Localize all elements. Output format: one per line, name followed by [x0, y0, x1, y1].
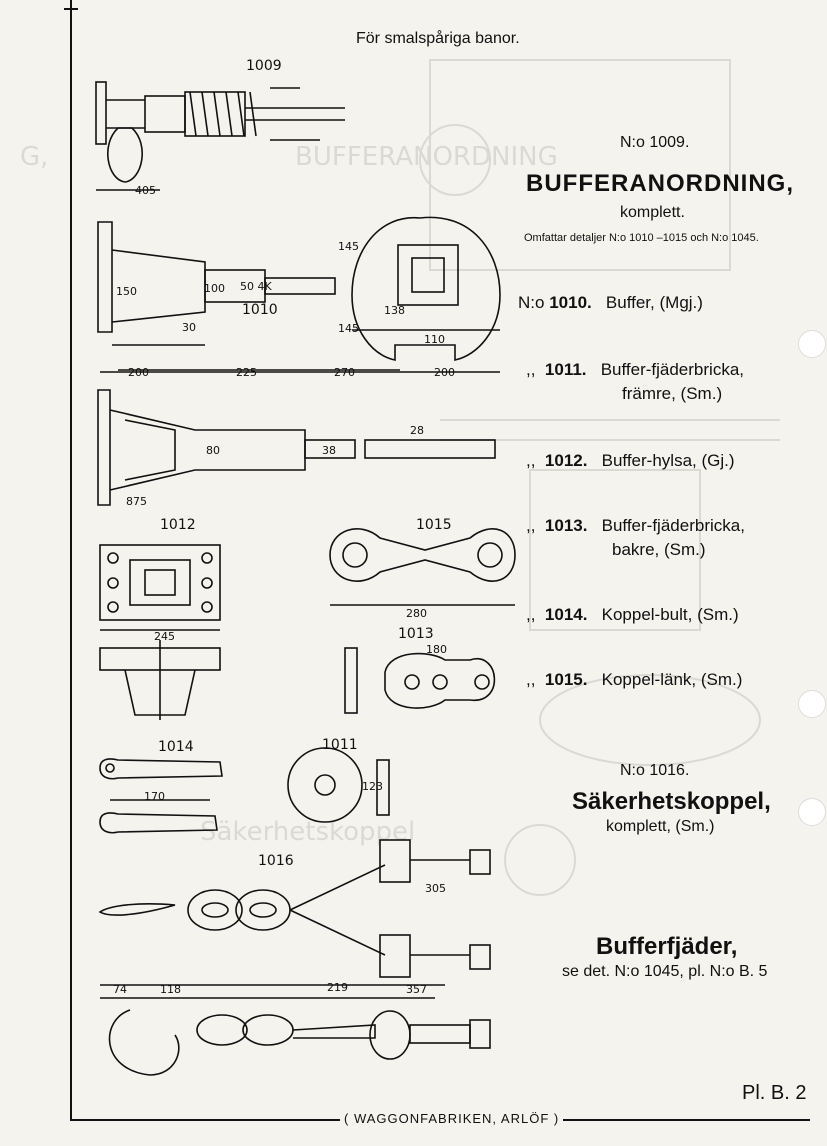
dim-170: 170: [144, 790, 165, 803]
part-number: 1015.: [544, 670, 588, 689]
part-prefix: ,,: [526, 360, 536, 379]
part-1014: ,, 1014. Koppel-bult, (Sm.): [526, 605, 739, 625]
drawing-1014: [99, 758, 223, 834]
binder-hole-1: [798, 330, 826, 358]
figure-label-1015: 1015: [416, 517, 452, 533]
part-prefix: N:o: [518, 293, 545, 312]
dim-305: 305: [425, 882, 446, 895]
page-frame-left: [70, 0, 72, 1120]
figure-label-1010: 1010: [242, 302, 278, 318]
main-subtitle: komplett.: [620, 204, 685, 221]
part-material: (Sm.): [697, 605, 739, 624]
drawing-1010-section: [97, 371, 500, 506]
safety-title: Säkerhetskoppel,: [572, 788, 771, 815]
plate-number: Pl. B. 2: [742, 1082, 807, 1104]
part-prefix: ,,: [526, 516, 536, 535]
dim-150: 150: [116, 285, 137, 298]
publisher-footer: ( WAGGONFABRIKEN, ARLÖF ): [340, 1111, 564, 1126]
dim-138: 138: [384, 304, 405, 317]
drawing-1010: [97, 221, 400, 371]
part-material: (Mgj.): [659, 293, 703, 312]
drawing-1012: [99, 544, 221, 720]
main-title: BUFFERANORDNING,: [526, 170, 794, 197]
dim-270: 270: [334, 366, 355, 379]
dim-145-bottom: 145: [338, 322, 359, 335]
dim-118: 118: [160, 983, 181, 996]
dim-110: 110: [424, 333, 445, 346]
drawing-1011: [287, 747, 390, 823]
part-1011: ,, 1011. Buffer-fjäderbricka,: [526, 360, 744, 380]
part-1011-material: främre, (Sm.): [622, 384, 723, 403]
part-number: 1013.: [544, 516, 588, 535]
part-name: Buffer,: [605, 293, 655, 312]
part-number: 1010.: [549, 293, 592, 312]
part-name: Koppel-länk,: [601, 670, 697, 689]
part-prefix: ,,: [526, 451, 536, 470]
dim-28: 28: [410, 424, 424, 437]
part-1013-material: bakre, (Sm.): [612, 540, 706, 559]
dim-50-4k: 50 4K: [240, 280, 272, 293]
part-number: 1011.: [544, 360, 587, 379]
dim-225: 225: [236, 366, 257, 379]
dim-219: 219: [327, 981, 348, 994]
part-material: (Gj.): [701, 451, 735, 470]
item-number-1016: N:o 1016.: [620, 762, 690, 779]
spring-reference: se det. N:o 1045, pl. N:o B. 5: [562, 963, 768, 980]
dim-405: 405: [135, 184, 156, 197]
drawing-1015: [329, 528, 516, 606]
figure-label-1012: 1012: [160, 517, 196, 533]
dim-875: 875: [126, 495, 147, 508]
item-number-1009: N:o 1009.: [620, 134, 690, 151]
spring-title: Bufferfjäder,: [596, 933, 738, 960]
part-material: (Sm.): [700, 670, 743, 689]
part-name: Koppel-bult,: [601, 605, 693, 624]
dim-200-right: 200: [434, 366, 455, 379]
figure-label-1014: 1014: [158, 739, 194, 755]
part-prefix: ,,: [526, 605, 536, 624]
dim-280: 280: [406, 607, 427, 620]
dim-100: 100: [204, 282, 225, 295]
dim-145-top: 145: [338, 240, 359, 253]
drawing-1013: [344, 647, 496, 714]
part-1015: ,, 1015. Koppel-länk, (Sm.): [526, 670, 742, 690]
figure-label-1009: 1009: [246, 58, 282, 74]
figure-label-1016: 1016: [258, 853, 294, 869]
dim-74: 74: [113, 983, 127, 996]
part-1012: ,, 1012. Buffer-hylsa, (Gj.): [526, 451, 735, 471]
dim-38: 38: [322, 444, 336, 457]
figure-label-1013: 1013: [398, 626, 434, 642]
part-name: Buffer-fjäderbricka,: [600, 360, 744, 379]
binder-hole-3: [798, 798, 826, 826]
part-name: Buffer-fjäderbricka,: [601, 516, 745, 535]
dim-123: 123: [362, 780, 383, 793]
drawing-1016: [98, 839, 491, 1076]
drawing-1009: [95, 81, 345, 191]
dim-30: 30: [182, 321, 196, 334]
binder-hole-2: [798, 690, 826, 718]
part-1010: N:o 1010. Buffer, (Mgj.): [518, 293, 703, 313]
part-number: 1012.: [544, 451, 588, 470]
corner-mark: [64, 8, 78, 10]
dim-357: 357: [406, 983, 427, 996]
part-1013: ,, 1013. Buffer-fjäderbricka,: [526, 516, 745, 536]
part-prefix: ,,: [526, 670, 536, 689]
part-number: 1014.: [544, 605, 588, 624]
dim-180: 180: [426, 643, 447, 656]
figure-label-1011: 1011: [322, 737, 358, 753]
includes-note: Omfattar detaljer N:o 1010 –1015 och N:o…: [524, 232, 759, 244]
dim-200-left: 200: [128, 366, 149, 379]
safety-subtitle: komplett, (Sm.): [606, 818, 715, 835]
dim-245: 245: [154, 630, 175, 643]
part-name: Buffer-hylsa,: [601, 451, 697, 470]
drawing-1010-face: [351, 216, 501, 361]
page-header: För smalspåriga banor.: [356, 30, 520, 47]
dim-80: 80: [206, 444, 220, 457]
